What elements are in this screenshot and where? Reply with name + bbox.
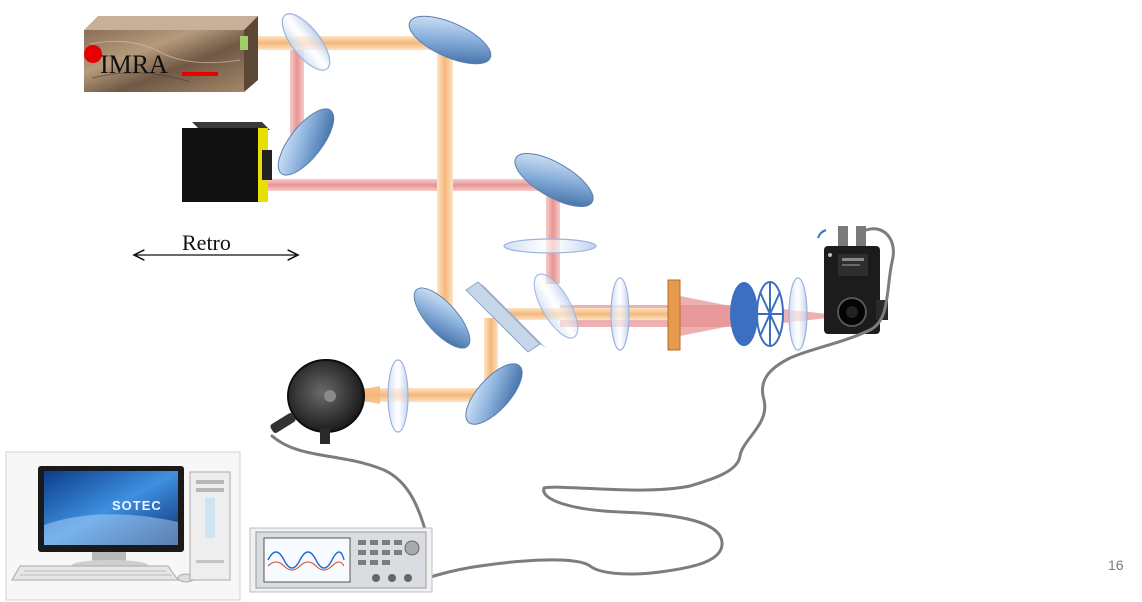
bnc-connector [372, 574, 380, 582]
monitor [38, 466, 184, 570]
keyboard [11, 565, 195, 583]
retro-label: Retro [182, 230, 231, 255]
lens [610, 277, 630, 351]
control-knob [404, 540, 420, 556]
pink-beam-segment [290, 38, 304, 148]
optical-chopper [730, 281, 784, 347]
mirror [413, 287, 471, 349]
mirror [465, 363, 523, 425]
lens [281, 13, 331, 71]
mirror [277, 108, 335, 176]
mirror [408, 15, 492, 65]
laser-underline-mark [182, 72, 218, 76]
cable [424, 227, 895, 580]
bnc-connector [404, 574, 412, 582]
lens [533, 273, 579, 339]
control-buttons [358, 540, 402, 565]
pc-tower [189, 471, 231, 581]
mirror [514, 153, 594, 207]
pink-beam-cone [680, 296, 760, 336]
lock-in-amplifier [249, 527, 433, 593]
pink-beam-segment [262, 179, 554, 191]
slide-number: 16 [1108, 557, 1124, 573]
computer-brand-label: SOTEC [112, 498, 162, 513]
power-meter-head [270, 359, 365, 444]
lens [387, 359, 409, 433]
bnc-connector [388, 574, 396, 582]
pink-beam-segment [546, 190, 560, 284]
lens [788, 277, 808, 351]
retro-reflector-block [182, 122, 272, 202]
beam-paths [244, 36, 845, 404]
lenses [281, 13, 808, 433]
photodetector [817, 226, 888, 334]
orange-beam-segment [437, 40, 453, 306]
laser-brand-label: IMRA [100, 50, 168, 79]
beam-splitter [465, 281, 546, 353]
imra-laser [84, 16, 258, 92]
laser-indicator-dot [84, 45, 102, 63]
orange-beam-segment [496, 308, 676, 320]
computer-panel [5, 451, 241, 601]
lens [503, 238, 597, 254]
orange-beam-segment [244, 36, 444, 50]
mirrors [277, 15, 594, 425]
filter-plate [667, 279, 681, 351]
